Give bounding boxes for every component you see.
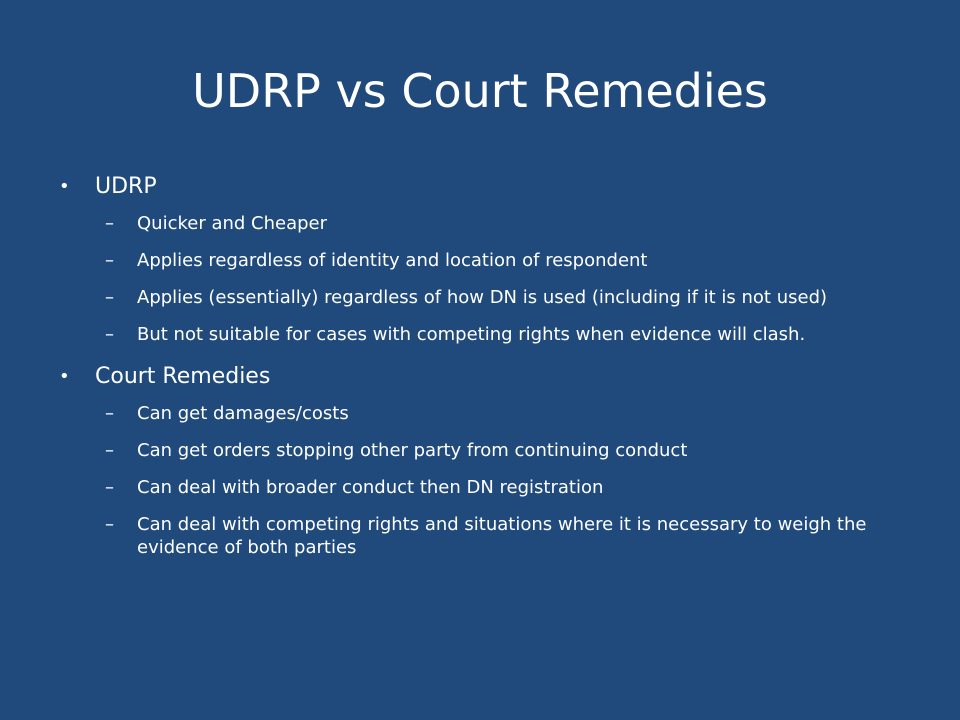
list-item-text: Quicker and Cheaper (137, 213, 328, 234)
dash-icon: – (105, 287, 114, 308)
list-item: – Can deal with competing rights and sit… (57, 513, 907, 559)
list-item-text: Can deal with broader conduct then DN re… (137, 477, 604, 498)
dash-icon: – (105, 324, 114, 345)
bullet-dot-icon: • (59, 176, 70, 197)
list-item: – Quicker and Cheaper (57, 212, 907, 235)
dash-icon: – (105, 250, 114, 271)
bullet-label: UDRP (95, 174, 157, 199)
dash-icon: – (105, 440, 114, 461)
bullet-udrp: • UDRP (57, 170, 907, 204)
list-item-text: Can get orders stopping other party from… (137, 440, 688, 461)
list-item-text: Can deal with competing rights and situa… (137, 514, 867, 558)
list-item: – Can get orders stopping other party fr… (57, 439, 907, 462)
bullet-court-remedies: • Court Remedies (57, 360, 907, 394)
slide-title: UDRP vs Court Remedies (192, 64, 768, 118)
list-item: – But not suitable for cases with compet… (57, 323, 907, 346)
list-item: – Applies regardless of identity and loc… (57, 249, 907, 272)
list-item-text: Can get damages/costs (137, 403, 349, 424)
bullet-label: Court Remedies (95, 364, 271, 389)
list-item-text: But not suitable for cases with competin… (137, 324, 806, 345)
court-sublist: – Can get damages/costs – Can get orders… (57, 402, 907, 559)
dash-icon: – (105, 213, 114, 234)
slide-content: • UDRP – Quicker and Cheaper – Applies r… (57, 170, 907, 573)
list-item: – Can get damages/costs (57, 402, 907, 425)
dash-icon: – (105, 477, 114, 498)
bullet-dot-icon: • (59, 366, 70, 387)
udrp-sublist: – Quicker and Cheaper – Applies regardle… (57, 212, 907, 346)
list-item-text: Applies regardless of identity and locat… (137, 250, 648, 271)
list-item-text: Applies (essentially) regardless of how … (137, 287, 828, 308)
list-item: – Can deal with broader conduct then DN … (57, 476, 907, 499)
dash-icon: – (105, 403, 114, 424)
dash-icon: – (105, 514, 114, 535)
list-item: – Applies (essentially) regardless of ho… (57, 286, 907, 309)
